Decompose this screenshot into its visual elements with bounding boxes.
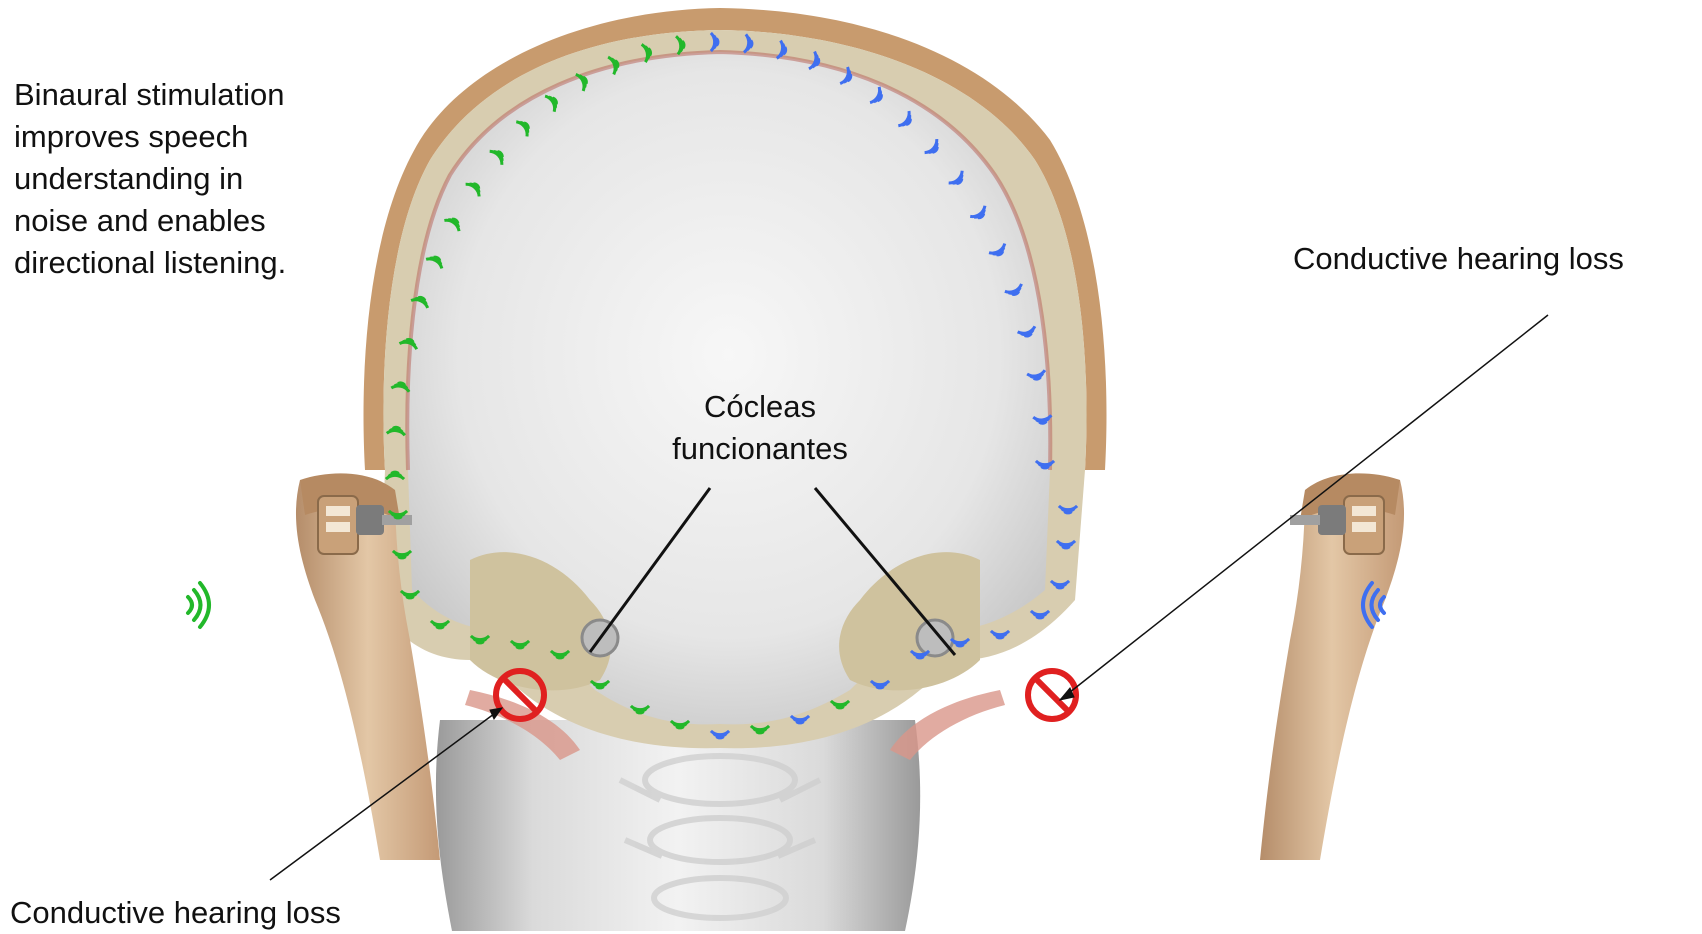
conductive-loss-label-right: Conductive hearing loss (1293, 238, 1624, 280)
cochleae-label-line: funcionantes (640, 428, 880, 470)
neck (436, 720, 920, 931)
description-line: Binaural stimulation (14, 74, 374, 116)
right-cochlea (917, 620, 953, 656)
cochleae-label-line: Cócleas (640, 386, 880, 428)
description-line: directional listening. (14, 242, 374, 284)
description-line: improves speech (14, 116, 374, 158)
binaural-description: Binaural stimulation improves speech und… (14, 74, 374, 284)
description-line: understanding in (14, 158, 374, 200)
description-line: noise and enables (14, 200, 374, 242)
sound-waves-right-icon (188, 583, 209, 627)
conductive-loss-label-left: Conductive hearing loss (10, 892, 341, 934)
skull (364, 8, 1107, 760)
cochleae-label: Cócleas funcionantes (640, 386, 880, 470)
